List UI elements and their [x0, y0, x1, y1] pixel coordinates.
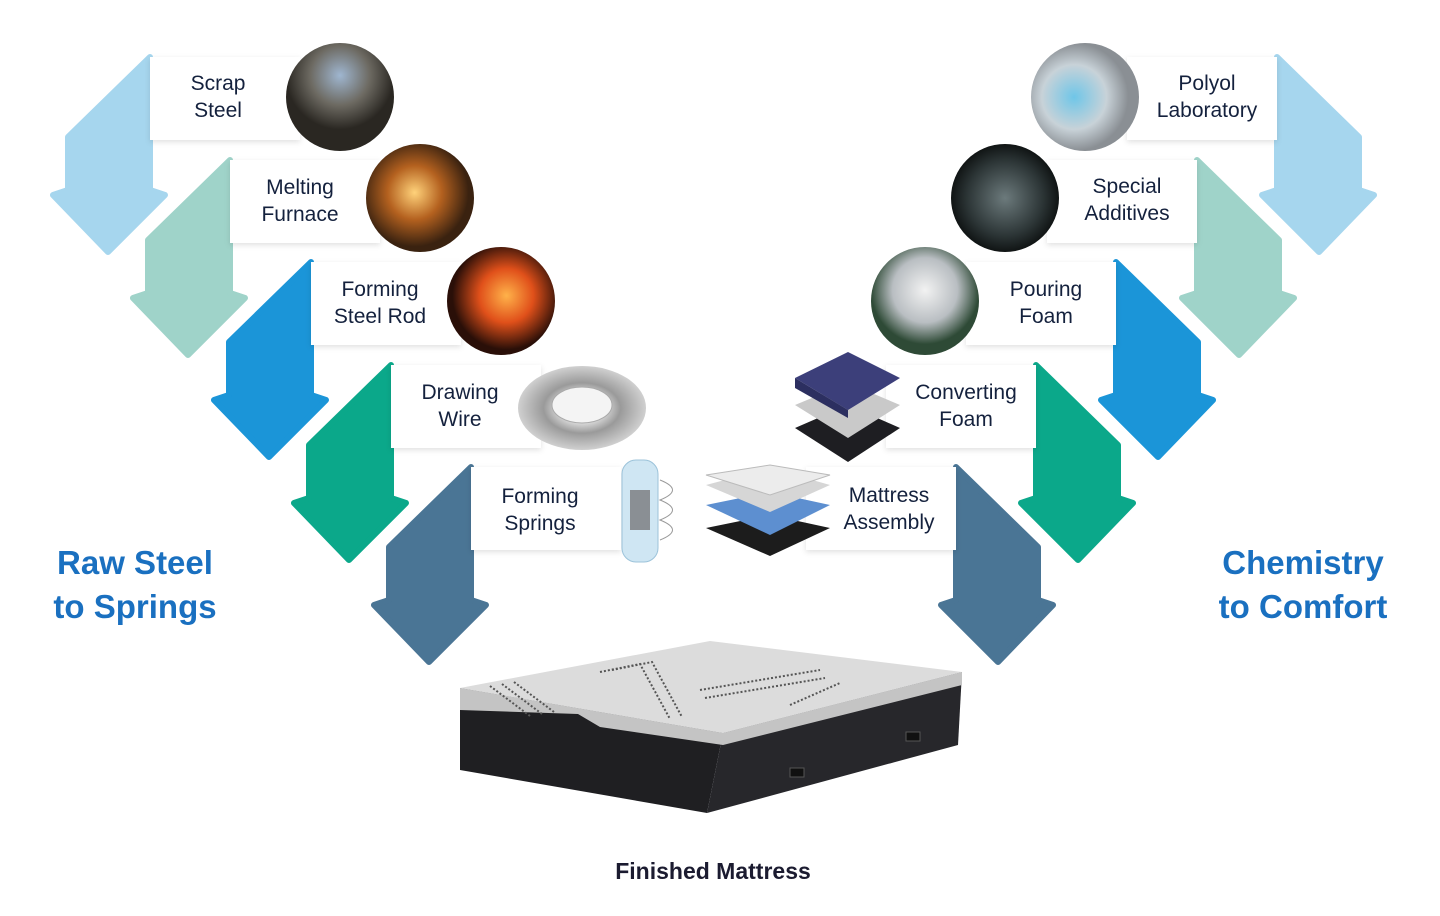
step-label-line: Converting	[915, 381, 1017, 404]
step-label-line: Melting	[266, 176, 334, 199]
step-label-line: Forming	[341, 278, 419, 301]
left-flow-step-2-arrow	[130, 157, 248, 358]
foam-layers-image	[795, 352, 900, 462]
step-label-line: Drawing	[421, 381, 499, 404]
step-label-line: Laboratory	[1156, 99, 1258, 122]
step-label-line: Springs	[504, 512, 576, 535]
right-flow-step-4-arrow	[1018, 362, 1136, 563]
right-flow-step-2-label-box	[1047, 160, 1197, 243]
title-line: Raw Steel	[57, 544, 213, 581]
step-label-line: Foam	[939, 408, 993, 431]
left-flow-title: Raw Steel to Springs	[53, 541, 216, 629]
step-label-line: Special	[1092, 175, 1162, 198]
left-flow-step-1-label-box	[150, 57, 300, 140]
right-flow-step-3-label-box	[966, 262, 1116, 345]
left-flow-step-4-arrow	[291, 362, 409, 563]
step-label-line: Additives	[1084, 202, 1170, 225]
step-label-line: Polyol	[1178, 72, 1236, 95]
hot-rod-photo	[447, 247, 555, 355]
step-label-line: Wire	[438, 408, 482, 431]
mattress-cutaway-image	[705, 464, 831, 556]
right-flow-step-1-arrow	[1259, 54, 1377, 255]
step-label-line: Assembly	[843, 511, 935, 534]
title-line: to Comfort	[1218, 588, 1388, 625]
step-label-line: Foam	[1019, 305, 1073, 328]
left-flow-step-3-arrow	[211, 259, 329, 460]
left-flow-step-5-arrow	[371, 464, 489, 665]
step-label-line: Furnace	[261, 203, 339, 226]
right-flow-step-5-arrow	[938, 464, 1056, 665]
foam-pour-photo	[871, 247, 979, 355]
right-flow-step-1-label-box	[1127, 57, 1277, 140]
step-label-line: Pouring	[1009, 278, 1083, 301]
right-flow-title: Chemistry to Comfort	[1219, 541, 1388, 629]
left-flow-step-3-label-box	[311, 262, 461, 345]
wire-coil-image	[518, 366, 646, 450]
right-flow-step-2-arrow	[1179, 157, 1297, 358]
foam-macro-photo	[951, 144, 1059, 252]
right-flow-step-5-label-box	[806, 467, 956, 550]
left-flow-step-5-label-box	[471, 467, 621, 550]
left-flow-step-2-label-box	[230, 160, 380, 243]
furnace-photo	[366, 144, 474, 252]
finished-mattress-label: Finished Mattress	[615, 858, 811, 884]
step-label-line: Steel	[194, 99, 242, 122]
left-flow-step-4-label-box	[391, 365, 541, 448]
title-line: Chemistry	[1222, 544, 1384, 581]
title-line: to Springs	[53, 588, 217, 625]
right-flow-step-4-label-box	[886, 365, 1036, 448]
right-flow-step-3-arrow	[1098, 259, 1216, 460]
step-label-line: Mattress	[848, 484, 930, 507]
finished-mattress-image	[460, 641, 962, 813]
step-label-line: Scrap	[190, 72, 246, 95]
pocket-spring-image	[621, 459, 673, 563]
lab-photo	[1031, 43, 1139, 151]
left-flow-step-1-arrow	[50, 54, 168, 255]
scrap-yard-photo	[286, 43, 394, 151]
step-label-line: Forming	[501, 485, 579, 508]
step-label-line: Steel Rod	[333, 305, 427, 328]
